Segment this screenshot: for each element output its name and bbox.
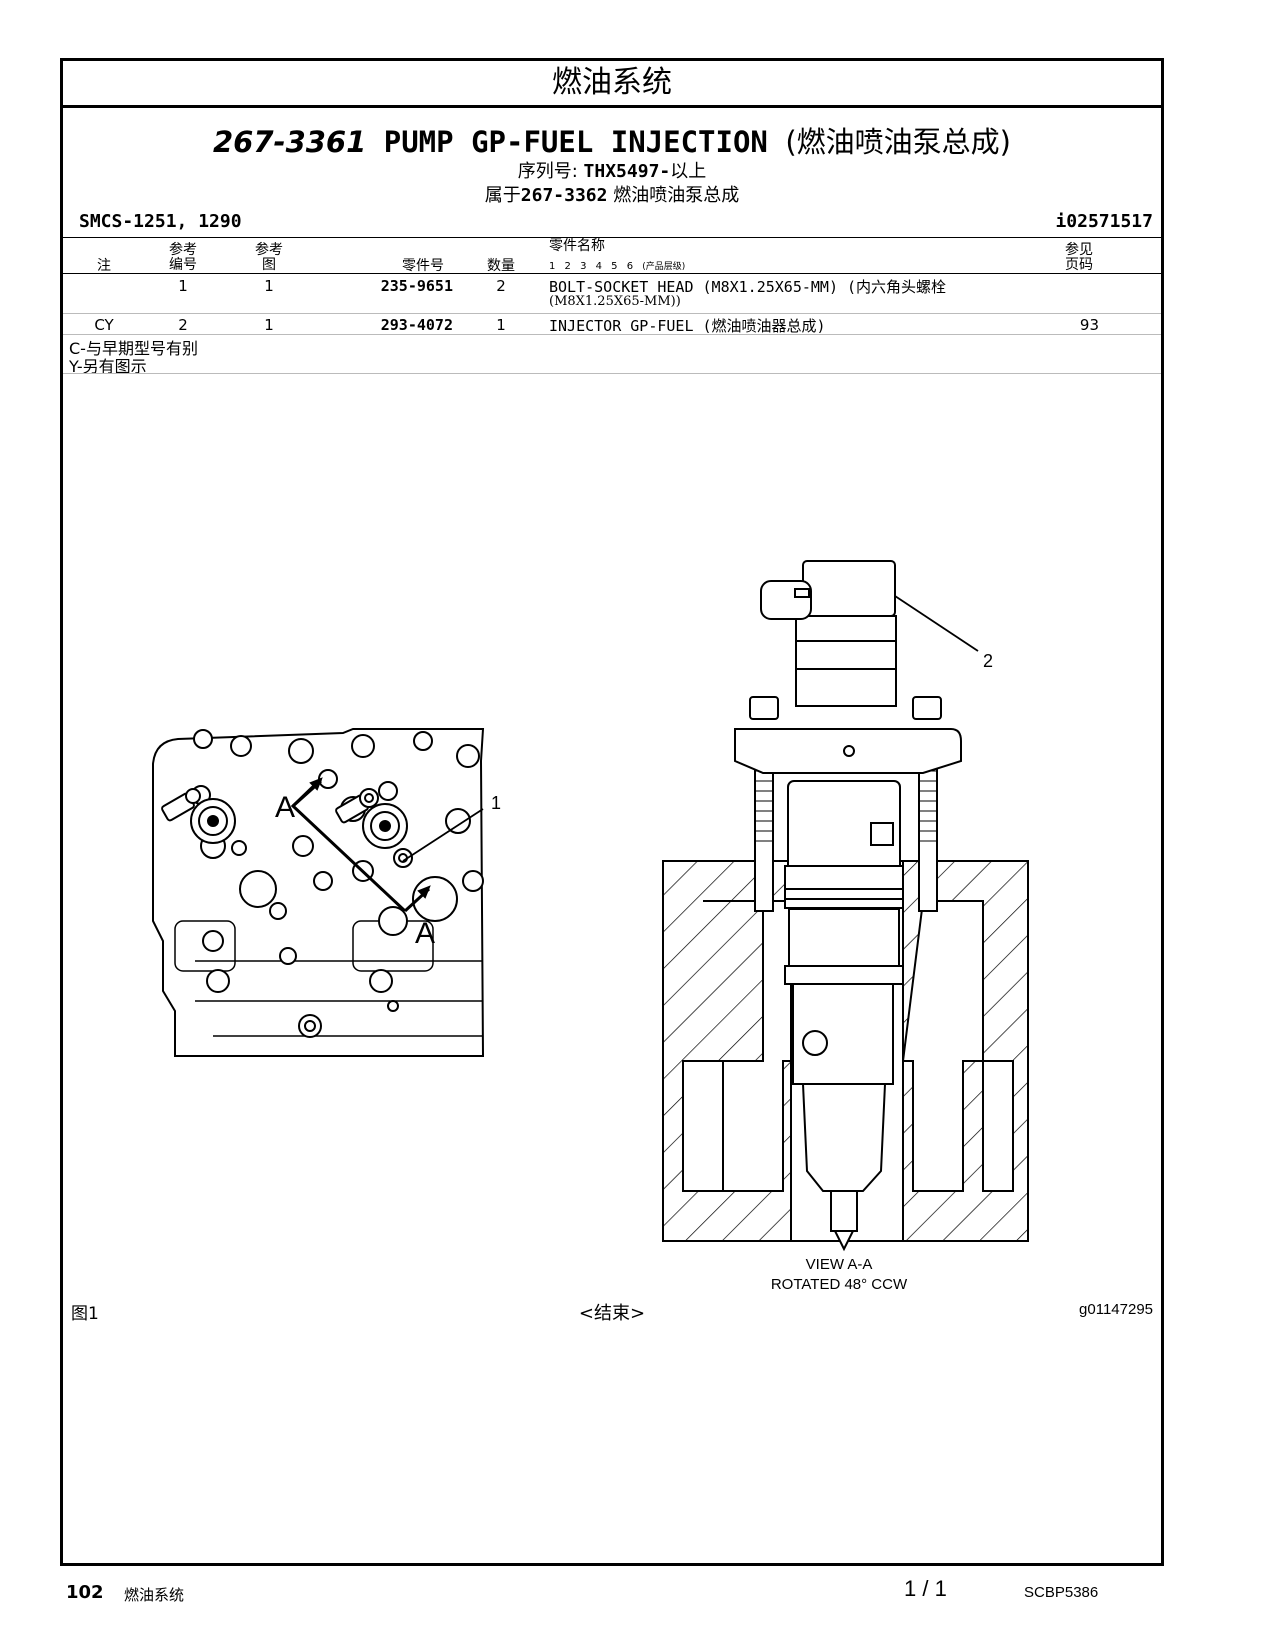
col-header-ref-fig: 参考图 [255, 242, 283, 273]
belongs-number: 267-3362 [520, 185, 608, 206]
row-divider [63, 313, 1161, 314]
smcs-code: SMCS-1251, 1290 [79, 211, 242, 232]
page-ref-cell: 93 [1079, 316, 1099, 334]
legend-y: Y-另有图示 [69, 357, 147, 376]
part-name-cn: (燃油喷油泵总成) [785, 125, 1011, 159]
belongs-name: 燃油喷油泵总成 [613, 185, 740, 206]
col-header-ref-no: 参考编号 [169, 242, 197, 273]
table-header-rule [63, 273, 1161, 274]
callout-1: 1 [491, 793, 501, 813]
serial-value: THX5497- [583, 161, 671, 182]
part-name-cell: INJECTOR GP-FUEL (燃油喷油器总成) [549, 317, 826, 335]
legend-c: C-与早期型号有别 [69, 339, 198, 358]
callout-2: 2 [983, 651, 993, 671]
figure-label: 图1 [71, 1304, 99, 1324]
section-label-top: A [275, 791, 295, 824]
end-marker: <结束> [578, 1303, 646, 1324]
col-header-part-name: 零件名称 [549, 238, 605, 254]
page-frame: 燃油系统 267-3361 PUMP GP-FUEL INJECTION (燃油… [60, 58, 1164, 1566]
part-title: 267-3361 PUMP GP-FUEL INJECTION (燃油喷油泵总成… [63, 119, 1161, 161]
serial-range: 序列号: THX5497-以上 [63, 157, 1161, 183]
graphic-reference: g01147295 [1079, 1301, 1153, 1318]
system-title: 燃油系统 [63, 61, 1161, 108]
part-number-cell: 293-4072 [380, 316, 453, 334]
part-name-en: PUMP GP-FUEL INJECTION [383, 125, 768, 159]
legend-divider [63, 373, 1161, 374]
section-line [290, 777, 484, 913]
belongs-prefix: 属于 [484, 185, 521, 206]
part-number: 267-3361 [213, 125, 367, 159]
col-header-qty: 数量 [487, 258, 515, 274]
cylinder-head-view [152, 728, 485, 1057]
footer-section: 燃油系统 [124, 1586, 185, 1604]
parts-illustration: A A 1 [152, 560, 1029, 1293]
col-header-note: 注 [97, 258, 111, 274]
col-header-levels: 1 2 3 4 5 6 (产品层级) [549, 261, 686, 272]
part-name-cell: BOLT-SOCKET HEAD (M8X1.25X65-MM) (内六角头螺栓 [549, 278, 947, 296]
document-id: i02571517 [1055, 211, 1153, 232]
injector-section-view [662, 560, 1029, 1252]
row-divider [63, 334, 1161, 335]
serial-suffix: 以上 [670, 161, 707, 182]
section-label-bottom: A [415, 917, 435, 950]
serial-label: 序列号: [517, 161, 578, 182]
view-caption: VIEW A-A [806, 1256, 873, 1273]
footer-publication: SCBP5386 [1024, 1584, 1099, 1601]
footer-page-number: 102 [66, 1582, 104, 1603]
col-header-page-ref: 参见页码 [1065, 242, 1093, 273]
leader-line-2 [894, 595, 979, 652]
belongs-to: 属于267-3362 燃油喷油泵总成 [63, 181, 1161, 207]
table-top-rule [63, 237, 1161, 238]
part-number-cell: 235-9651 [380, 277, 453, 295]
view-rotation-caption: ROTATED 48° CCW [771, 1276, 908, 1293]
footer-page-count: 1 / 1 [904, 1576, 947, 1601]
col-header-part-no: 零件号 [402, 258, 444, 274]
